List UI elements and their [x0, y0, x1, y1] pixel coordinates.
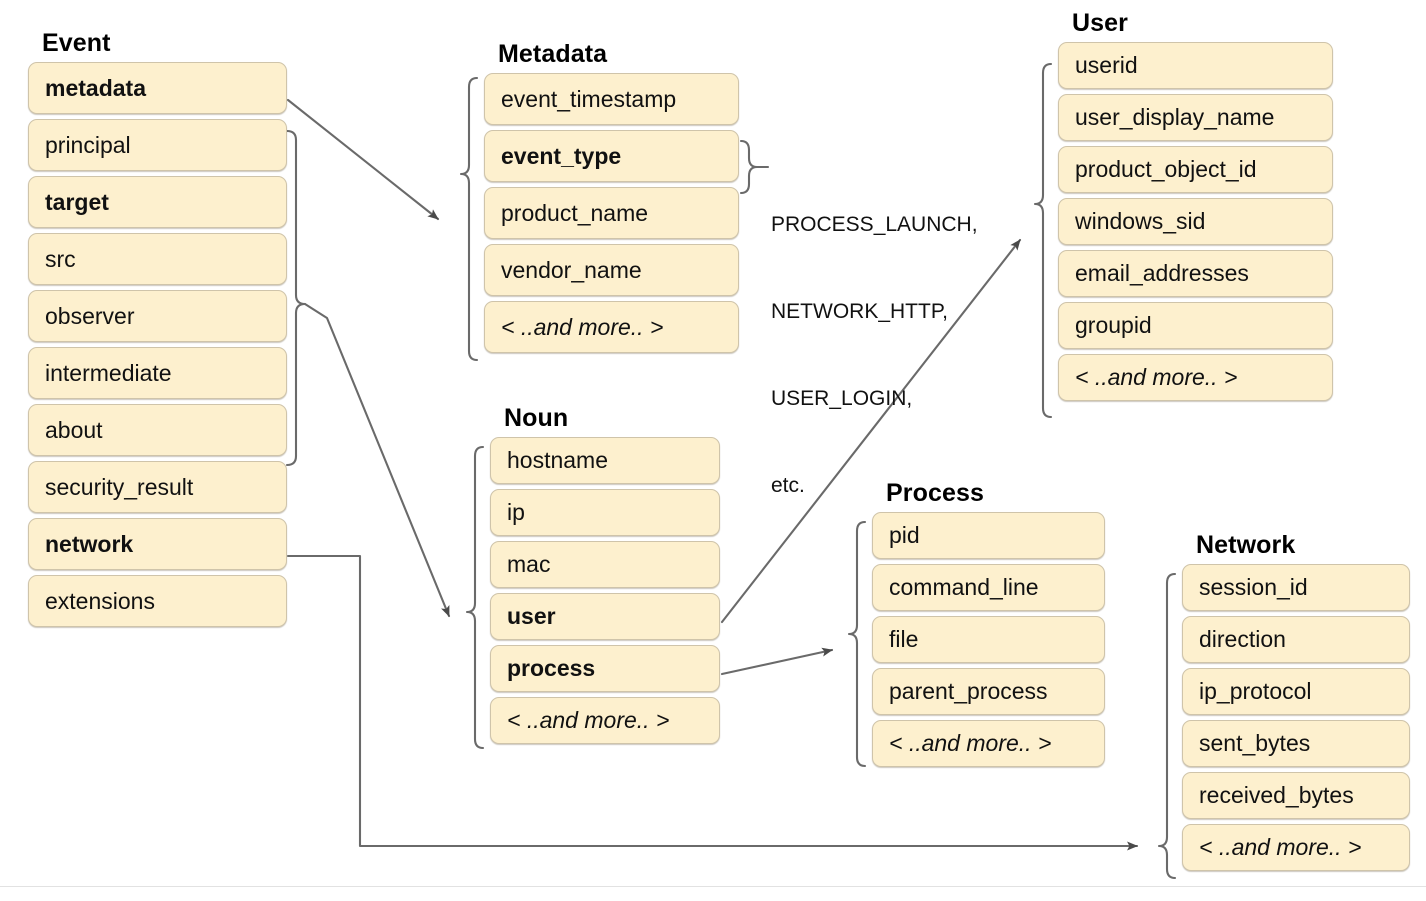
field-noun-ip[interactable]: ip: [490, 489, 720, 537]
event-type-value-2: NETWORK_HTTP,: [771, 300, 948, 323]
bracket-event-nouns: [285, 129, 307, 467]
field-event-about[interactable]: about: [28, 404, 287, 457]
bracket-network: [1157, 572, 1177, 880]
field-noun-user[interactable]: user: [490, 593, 720, 641]
field-process-command-line[interactable]: command_line: [872, 564, 1105, 612]
bottom-divider: [0, 886, 1426, 887]
field-event-src[interactable]: src: [28, 233, 287, 286]
event-type-value-4: etc.: [771, 474, 805, 497]
field-network-ip-protocol[interactable]: ip_protocol: [1182, 668, 1410, 716]
field-network-session-id[interactable]: session_id: [1182, 564, 1410, 612]
field-list-event: metadata principal target src observer i…: [28, 62, 287, 628]
field-process-pid[interactable]: pid: [872, 512, 1105, 560]
field-user-groupid[interactable]: groupid: [1058, 302, 1333, 350]
group-title-process: Process: [886, 479, 984, 507]
group-event: Event metadata principal target src obse…: [28, 29, 287, 628]
field-event-network[interactable]: network: [28, 518, 287, 571]
field-event-observer[interactable]: observer: [28, 290, 287, 343]
brace-event-type: [739, 139, 759, 195]
field-list-network: session_id direction ip_protocol sent_by…: [1182, 564, 1410, 872]
field-process-and-more[interactable]: < ..and more.. >: [872, 720, 1105, 768]
event-type-value-1: PROCESS_LAUNCH,: [771, 213, 978, 236]
field-user-product-object-id[interactable]: product_object_id: [1058, 146, 1333, 194]
field-event-security-result[interactable]: security_result: [28, 461, 287, 514]
field-noun-process[interactable]: process: [490, 645, 720, 693]
field-user-windows-sid[interactable]: windows_sid: [1058, 198, 1333, 246]
field-metadata-and-more[interactable]: < ..and more.. >: [484, 301, 739, 354]
field-event-extensions[interactable]: extensions: [28, 575, 287, 628]
field-noun-and-more[interactable]: < ..and more.. >: [490, 697, 720, 745]
field-noun-mac[interactable]: mac: [490, 541, 720, 589]
group-title-event: Event: [42, 29, 111, 57]
field-network-direction[interactable]: direction: [1182, 616, 1410, 664]
event-type-value-3: USER_LOGIN,: [771, 387, 913, 410]
field-process-file[interactable]: file: [872, 616, 1105, 664]
group-metadata: Metadata event_timestamp event_type prod…: [484, 40, 739, 354]
bracket-process: [847, 520, 867, 768]
field-network-received-bytes[interactable]: received_bytes: [1182, 772, 1410, 820]
group-title-noun: Noun: [504, 404, 569, 432]
wire-metadata: [286, 98, 440, 221]
group-process: Process pid command_line file parent_pro…: [872, 479, 1105, 768]
field-event-metadata[interactable]: metadata: [28, 62, 287, 115]
group-title-metadata: Metadata: [498, 40, 608, 68]
bracket-metadata: [459, 76, 479, 362]
field-list-noun: hostname ip mac user process < ..and mor…: [490, 437, 720, 745]
group-title-network: Network: [1196, 531, 1296, 559]
field-user-display-name[interactable]: user_display_name: [1058, 94, 1333, 142]
field-list-user: userid user_display_name product_object_…: [1058, 42, 1333, 402]
field-metadata-event-type[interactable]: event_type: [484, 130, 739, 183]
field-user-and-more[interactable]: < ..and more.. >: [1058, 354, 1333, 402]
group-network: Network session_id direction ip_protocol…: [1182, 531, 1410, 872]
group-user: User userid user_display_name product_ob…: [1058, 9, 1333, 402]
field-network-sent-bytes[interactable]: sent_bytes: [1182, 720, 1410, 768]
field-user-email-addresses[interactable]: email_addresses: [1058, 250, 1333, 298]
field-metadata-vendor-name[interactable]: vendor_name: [484, 244, 739, 297]
event-type-values: PROCESS_LAUNCH, NETWORK_HTTP, USER_LOGIN…: [771, 152, 978, 558]
bracket-noun: [465, 445, 485, 750]
field-event-intermediate[interactable]: intermediate: [28, 347, 287, 400]
wire-noun: [303, 302, 451, 618]
field-noun-hostname[interactable]: hostname: [490, 437, 720, 485]
group-noun: Noun hostname ip mac user process < ..an…: [490, 404, 720, 745]
wire-process: [720, 647, 834, 676]
bracket-user: [1033, 62, 1053, 419]
field-user-userid[interactable]: userid: [1058, 42, 1333, 90]
group-title-user: User: [1072, 9, 1128, 37]
field-list-process: pid command_line file parent_process < .…: [872, 512, 1105, 768]
field-list-metadata: event_timestamp event_type product_name …: [484, 73, 739, 354]
field-metadata-event-timestamp[interactable]: event_timestamp: [484, 73, 739, 126]
field-network-and-more[interactable]: < ..and more.. >: [1182, 824, 1410, 872]
field-process-parent-process[interactable]: parent_process: [872, 668, 1105, 716]
field-metadata-product-name[interactable]: product_name: [484, 187, 739, 240]
field-event-target[interactable]: target: [28, 176, 287, 229]
field-event-principal[interactable]: principal: [28, 119, 287, 172]
